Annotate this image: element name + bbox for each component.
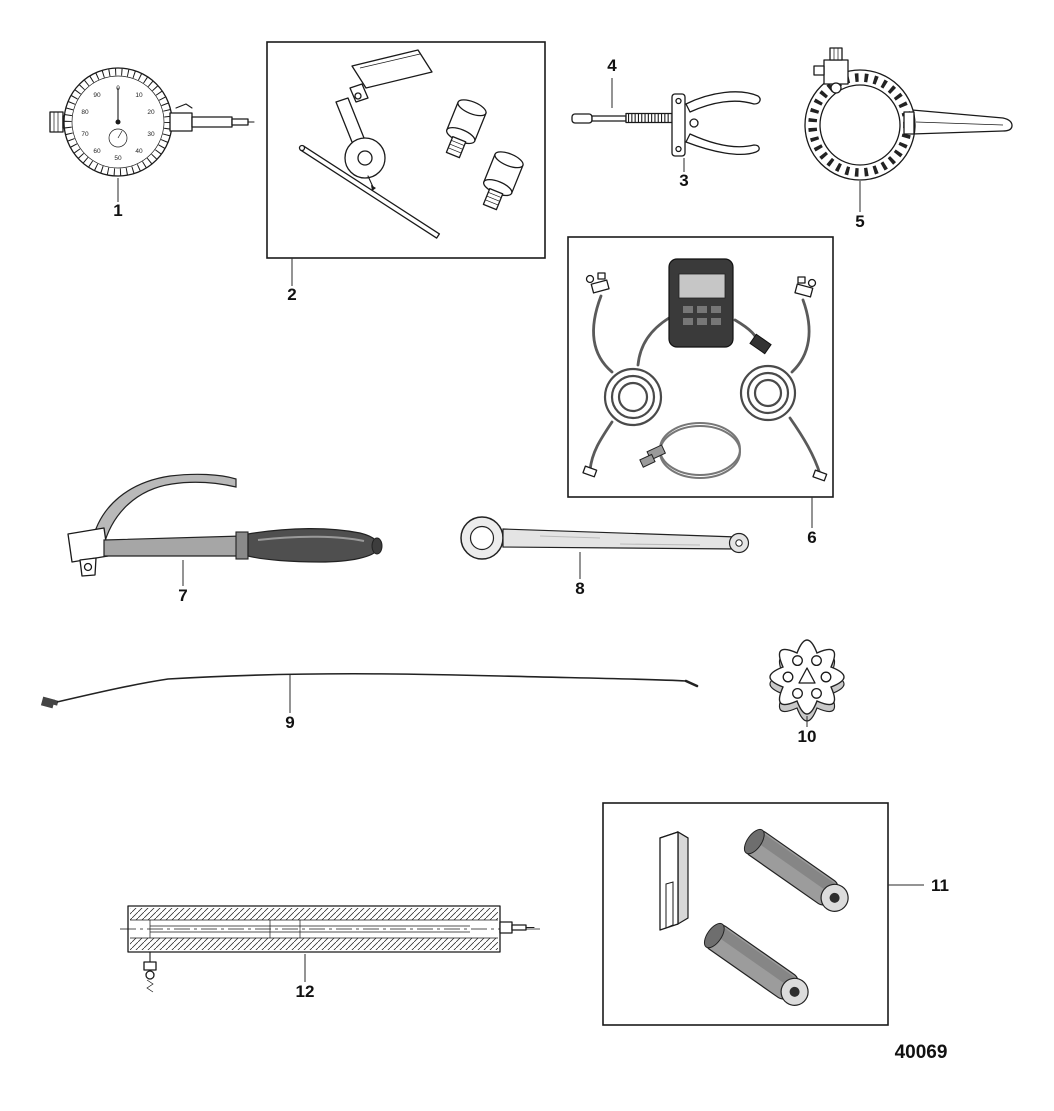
installer-cylinder-2 [703,922,809,1006]
dial-number: 40 [135,148,143,155]
part-label-10: 10 [798,727,817,746]
dial-number: 80 [81,109,89,116]
part-label-4: 4 [607,56,617,75]
part-label-6: 6 [807,528,816,547]
adapter-2 [482,151,524,211]
part-strap-wrench: 7 [67,473,383,605]
dial-number: 60 [93,148,101,155]
part-installer-tool-set: 11 [602,802,949,1026]
part-label-5: 5 [855,212,864,231]
part-label-11: 11 [931,876,949,895]
part-label-1: 1 [113,201,122,220]
dial-number: 50 [114,155,122,162]
dial-number: 20 [147,109,155,116]
part-lockwire-cable: 9 [40,672,699,732]
part-threaded-rod: 4 [571,56,673,124]
part-bearing-preload-tool-kit: 2 [266,41,546,304]
figure-number: 40069 [895,1042,948,1063]
adapter-1 [445,99,487,159]
dial-number: 30 [147,131,155,138]
part-tool-cross-section: 12 [120,905,540,1001]
part-spline-socket-knob: 10 [769,639,845,746]
part-band-strap-wrench: 5 [804,47,1013,231]
installer-cylinder-1 [743,828,849,912]
dial-number: 10 [135,92,143,99]
dial-number: 70 [81,131,89,138]
part-label-9: 9 [285,713,294,732]
part-box-end-wrench: 8 [460,516,750,598]
part-dial-indicator: 0 10 20 30 40 50 60 70 80 90 1 [49,67,255,220]
dial-number: 90 [93,92,101,99]
part-label-12: 12 [296,982,315,1001]
part-digital-pressure-meter-kit: 6 [567,236,834,547]
part-label-3: 3 [679,171,688,190]
part-clamp-spreader-tool: 3 [671,91,761,190]
part-label-7: 7 [178,586,187,605]
part-label-8: 8 [575,579,584,598]
part-label-2: 2 [287,285,296,304]
